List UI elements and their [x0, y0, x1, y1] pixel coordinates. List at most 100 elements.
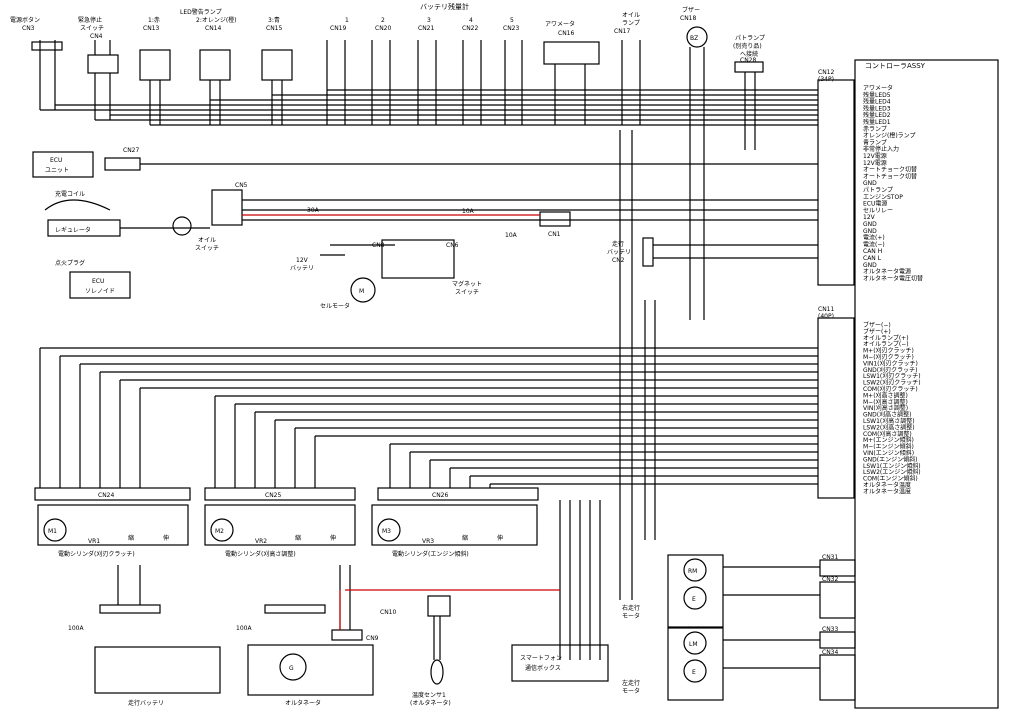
- label-led1: 1:赤: [148, 17, 160, 24]
- cylinder-extend-label: 伸: [330, 534, 336, 542]
- label-ecu2: ユニット: [45, 167, 69, 174]
- starter-motor: [350, 277, 376, 303]
- label-cn10: CN10: [380, 609, 396, 616]
- label-temp-sensor2: (オルタネータ): [410, 699, 451, 707]
- power-button: [31, 40, 63, 110]
- hour-meter: [543, 41, 600, 65]
- cylinder-extend-label: 伸: [163, 534, 169, 542]
- label-b4: 4: [469, 17, 473, 24]
- travel-battery: [94, 646, 221, 694]
- label-cn33: CN33: [822, 626, 838, 633]
- cn12-signal: エンジンSTOP: [863, 194, 903, 201]
- cn11-signal: LSW2(刈刃クラッチ): [863, 379, 921, 387]
- estop-switch: [87, 40, 119, 120]
- led-lamp-connectors: [139, 49, 293, 125]
- cn11-signal: M−(刈刃クラッチ): [863, 353, 914, 361]
- cn12-signal: GND: [863, 262, 877, 269]
- cn11-signal: ブザー(+): [863, 327, 891, 335]
- label-led-lamp: LED警告ランプ: [180, 8, 222, 16]
- label-led2: 2:オレンジ(橙): [196, 16, 237, 24]
- label-left-motor2: モータ: [622, 687, 640, 695]
- cn24-connector: [34, 487, 191, 501]
- label-e1: E: [692, 596, 696, 603]
- cn12-signal: GND: [863, 228, 877, 235]
- battery-meter-leds: [326, 40, 523, 125]
- label-battery: バッテリ: [290, 265, 314, 272]
- label-cn16: CN16: [558, 30, 574, 37]
- label-magnet1: マグネット: [452, 280, 482, 288]
- label-right-motor1: 右走行: [622, 604, 640, 612]
- cn11-signal: M−(刈高さ調整): [863, 398, 908, 406]
- cn12-signal: オレンジ(橙)ランプ: [863, 132, 916, 140]
- red-wires: [242, 214, 560, 630]
- label-cn20: CN20: [375, 25, 391, 32]
- label-fuse100a: 100A: [68, 625, 84, 632]
- cn12-signal: 残量LED2: [863, 111, 891, 119]
- cylinder-m2: [204, 504, 356, 546]
- label-cn32: CN32: [822, 576, 838, 583]
- label-led3: 3:青: [268, 16, 280, 24]
- cn11-signal: LSW2(エンジン傾斜): [863, 468, 921, 476]
- cn12-signal: 残量LED5: [863, 91, 891, 99]
- label-cn8: CN8: [372, 242, 385, 249]
- label-cn31: CN31: [822, 554, 838, 561]
- label-b3: 3: [427, 17, 431, 24]
- ecu-solenoid: [69, 271, 131, 299]
- cylinder-motor-label: M3: [382, 528, 391, 535]
- label-fuse100b: 100A: [236, 625, 252, 632]
- cn12-signal: 青ランプ: [863, 138, 887, 146]
- cn11-block: [817, 317, 855, 499]
- label-v12: 12V: [296, 257, 309, 264]
- label-travel-batt: 走行バッテリ: [128, 699, 164, 707]
- label-oil-sw1: オイル: [198, 237, 216, 244]
- label-cn5: CN5: [235, 182, 248, 189]
- cn12-signal: ECU電源: [863, 200, 887, 208]
- label-m: M: [359, 288, 364, 295]
- label-estop2: スイッチ: [80, 25, 104, 32]
- cn12-signal: セルリレー: [863, 207, 893, 214]
- cn11-signal: オルタネータ温度: [863, 487, 911, 495]
- label-b1: 1: [345, 17, 349, 24]
- cn12-signal: 残量LED4: [863, 98, 891, 106]
- diagram-title: バッテリ残量計: [420, 2, 469, 11]
- label-charge-coil: 充電コイル: [55, 190, 85, 198]
- label-fuse10b: 10A: [505, 232, 518, 239]
- cn12-signal: 赤ランプ: [863, 126, 887, 133]
- label-b2: 2: [381, 17, 385, 24]
- cn11-signal: COM(エンジン傾斜): [863, 475, 918, 483]
- label-buzzer: ブザー: [682, 6, 700, 14]
- label-g: G: [289, 665, 294, 672]
- alternator-g: [279, 653, 307, 681]
- cylinder-shrink-label: 縮: [462, 534, 468, 542]
- cn12-signal: 電流(+): [863, 234, 885, 242]
- cn9: [331, 629, 363, 641]
- label-cn27: CN27: [123, 147, 139, 154]
- cn10: [427, 595, 451, 617]
- cylinder-m1: [37, 504, 189, 546]
- ecu-unit: [32, 151, 94, 178]
- cn11-signal: GND(エンジン傾斜): [863, 455, 917, 463]
- label-cn13: CN13: [143, 25, 159, 32]
- cn11-signal-list: ブザー(−)ブザー(+)オイルランプ(+)オイルランプ(−)M+(刈刃クラッチ)…: [863, 321, 921, 495]
- cn11-signal: M−(エンジン傾斜): [863, 443, 914, 451]
- label-pato3: へ接続: [740, 50, 758, 58]
- cn12-signal: 非常停止入力: [863, 145, 899, 153]
- cn12-signal: CAN L: [863, 255, 882, 262]
- cylinder-vr-label: VR1: [88, 538, 100, 545]
- cn12-signal: GND: [863, 221, 877, 228]
- label-smartphone2: 通信ボックス: [525, 664, 561, 672]
- label-b5: 5: [510, 17, 514, 24]
- label-estop: 緊急停止: [78, 16, 102, 24]
- label-starter: セルモータ: [320, 302, 350, 310]
- label-controller: コントローラASSY: [865, 62, 926, 70]
- label-bz: BZ: [690, 35, 698, 42]
- label-oil-sw2: スイッチ: [195, 245, 219, 252]
- label-alternator: オルタネータ: [285, 699, 321, 707]
- cn11-signal: ブザー(−): [863, 321, 891, 329]
- cn12-signal: パトランプ: [863, 187, 893, 194]
- label-cn18: CN18: [680, 15, 696, 22]
- cn11-signal: LSW2(刈高さ調整): [863, 423, 915, 431]
- label-cn14: CN14: [205, 25, 221, 32]
